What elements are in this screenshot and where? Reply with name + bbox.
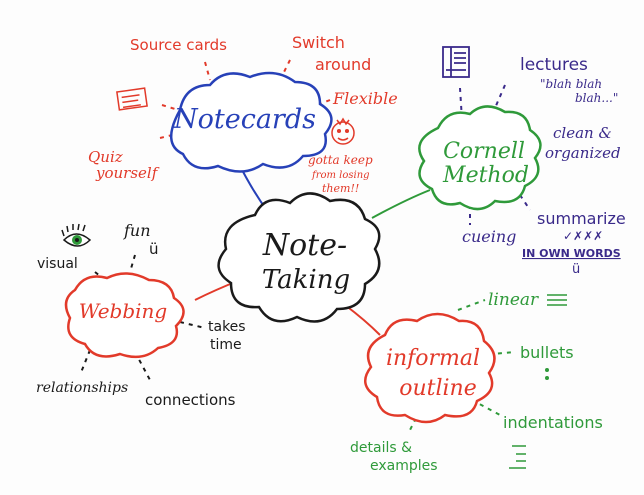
cornell-smile-label: ü [572, 262, 580, 277]
clean-label-2: organized [545, 144, 621, 162]
notecard-icon [116, 87, 148, 111]
center-cloud-shape [217, 192, 381, 323]
webbing-cloud-shape [64, 272, 185, 359]
takes-time-label-1: takes [208, 319, 246, 335]
notecards-cloud-shape [170, 71, 333, 173]
connector-informal [344, 304, 381, 336]
relationships-label: relationships [36, 380, 128, 396]
bullets-label: bullets [520, 343, 574, 362]
details-label-1: details & [350, 440, 412, 456]
cornell-title-1: Cornell [443, 139, 525, 164]
keep-label-1: gotta keep [308, 153, 373, 167]
bullet-dots-icon [545, 368, 549, 380]
notecards-title: Notecards [173, 104, 316, 135]
connector-cornell [371, 189, 431, 219]
webbing-branch: Webbing visual fun ü takes time relation… [36, 221, 246, 409]
switch-around-label-1: Switch [292, 33, 345, 52]
summarize-label: summarize [537, 209, 626, 228]
takes-time-label-2: time [210, 337, 242, 353]
checkmarks-label: ✓✗✗✗ [563, 229, 603, 243]
eye-icon [61, 223, 92, 247]
flexible-label: Flexible [332, 89, 398, 108]
blah-label-2: blah..." [575, 91, 618, 105]
quiz-yourself-label-1: Quiz [88, 148, 123, 166]
quiz-yourself-label-2: yourself [95, 164, 160, 182]
blah-label-1: "blah blah [540, 77, 602, 91]
keep-label-2: from losing [311, 170, 370, 181]
informal-title-2: outline [399, 376, 477, 401]
cornell-cloud-shape [418, 105, 542, 211]
informal-cloud-shape [364, 312, 496, 424]
smiley-face-icon [331, 117, 355, 145]
lectures-label: lectures [520, 55, 588, 75]
cornell-title-2: Method [442, 163, 529, 188]
switch-around-label-2: around [315, 55, 371, 74]
center-title-line1: Note- [262, 228, 347, 263]
notecards-branch: Notecards Source cards Switch around Fle… [88, 33, 398, 195]
indentation-lines-icon [509, 445, 526, 469]
connections-label: connections [145, 391, 236, 409]
source-cards-label: Source cards [130, 36, 227, 54]
informal-branch: informal outline linear bullets indentat… [350, 290, 603, 474]
cueing-label: cueing [462, 227, 516, 246]
webbing-title: Webbing [79, 299, 167, 323]
center-node: Note- Taking [217, 192, 381, 323]
cornell-notes-icon [442, 46, 470, 78]
details-label-2: examples [370, 458, 438, 474]
clean-label-1: clean & [553, 124, 612, 142]
linear-label: linear [488, 290, 539, 310]
own-words-label: IN OWN WORDS [522, 247, 621, 260]
webbing-smile-label: ü [149, 240, 159, 258]
fun-label: fun [123, 221, 151, 240]
keep-label-3: them!! [322, 182, 359, 195]
linear-lines-icon [547, 294, 567, 306]
indentations-label: indentations [503, 413, 603, 432]
center-title-line2: Taking [262, 265, 350, 295]
informal-title-1: informal [386, 346, 480, 371]
cornell-branch: Cornell Method lectures "blah blah blah.… [418, 46, 626, 277]
visual-label: visual [37, 256, 78, 272]
